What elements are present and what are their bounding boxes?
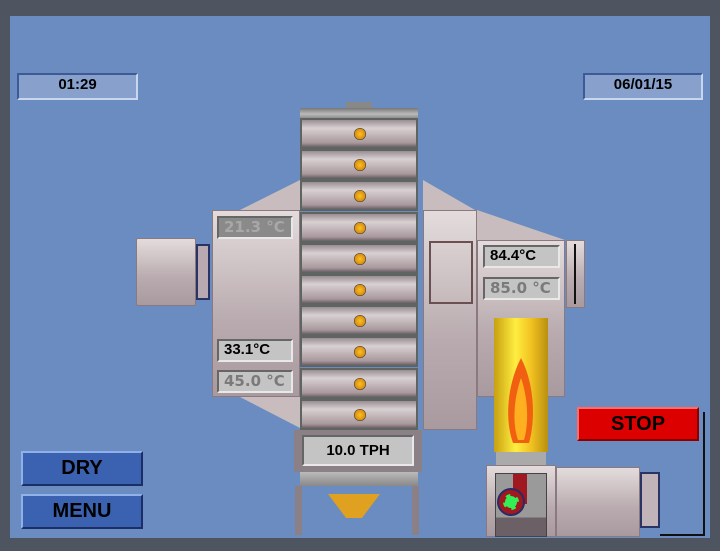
- burner-fan-icon: [497, 488, 525, 516]
- grain-hopper: [295, 486, 419, 535]
- grain-sensor-icon: [354, 128, 366, 140]
- frame-line: [703, 412, 705, 536]
- right-plenum-inner: [423, 210, 477, 430]
- dryer-section: [300, 118, 418, 149]
- burner-neck: [496, 452, 546, 466]
- dryer-section: [300, 398, 418, 430]
- dryer-section: [300, 242, 418, 274]
- frame-line: [660, 534, 705, 536]
- grain-sensor-icon: [354, 346, 366, 359]
- access-door: [429, 241, 473, 304]
- grain-sensor-icon: [354, 252, 366, 265]
- grain-sensor-icon: [354, 190, 366, 203]
- tower-top: [300, 108, 418, 120]
- grain-sensor-icon: [354, 221, 366, 234]
- right-temp-actual: 84.4°C: [483, 245, 560, 268]
- tower-cap: [346, 102, 372, 109]
- dryer-section: [300, 180, 418, 212]
- dryer-section: [300, 274, 418, 305]
- stop-button[interactable]: STOP: [577, 407, 699, 441]
- blower-coupling: [640, 472, 660, 528]
- left-fan-coupling: [196, 244, 210, 300]
- grain-sensor-icon: [354, 315, 366, 328]
- dry-button[interactable]: DRY: [21, 451, 143, 486]
- time-display: 01:29: [17, 73, 138, 100]
- left-plenum: [212, 210, 300, 397]
- dryer-section: [300, 367, 418, 399]
- dryer-section: [300, 211, 418, 243]
- hopper-band: [300, 472, 418, 486]
- lower-left-temp-setpoint[interactable]: 45.0 °C: [217, 370, 293, 393]
- left-fan-motor: [136, 238, 196, 306]
- menu-button[interactable]: MENU: [21, 494, 143, 529]
- grain-sensor-icon: [354, 377, 366, 390]
- flame-icon: [508, 358, 533, 443]
- date-display: 06/01/15: [583, 73, 703, 100]
- burner-blower-motor: [556, 467, 640, 537]
- dryer-section: [300, 305, 418, 337]
- dryer-section: [300, 336, 418, 368]
- grain-sensor-icon: [354, 408, 366, 421]
- burner-box: [486, 465, 556, 537]
- burner-chamber: [494, 318, 548, 452]
- right-temp-setpoint[interactable]: 85.0 °C: [483, 277, 560, 300]
- grain-sensor-icon: [354, 159, 366, 172]
- lower-left-temp-actual: 33.1°C: [217, 339, 293, 362]
- grain-sensor-icon: [354, 284, 366, 296]
- throughput-display: 10.0 TPH: [302, 435, 414, 466]
- upper-left-temp: 21.3 °C: [217, 216, 293, 239]
- right-fan: [566, 240, 585, 308]
- dryer-section: [300, 149, 418, 181]
